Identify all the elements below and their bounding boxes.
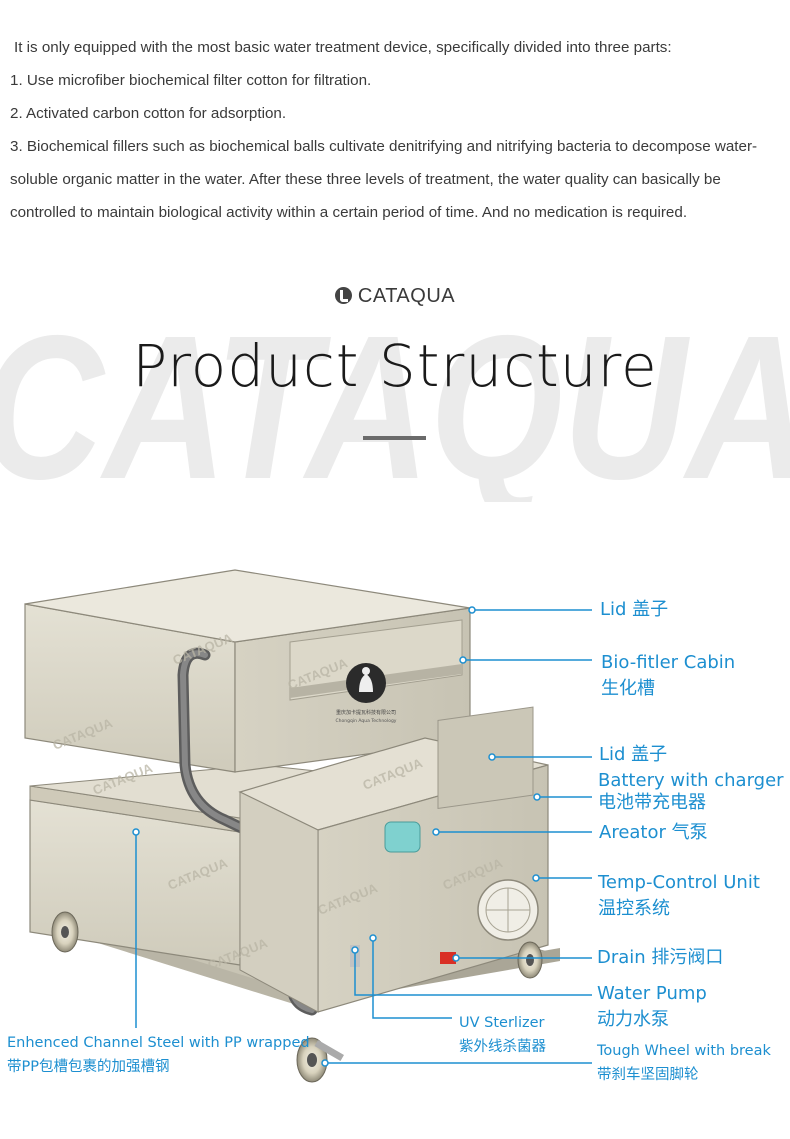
callout-text: Enhenced Channel Steel with PP wrapped — [7, 1035, 310, 1051]
callout-text: 温控系统 — [598, 898, 670, 919]
intro-text: It is only equipped with the most basic … — [10, 31, 785, 229]
callout-text: Water Pump — [597, 983, 707, 1004]
callout-text: Temp-Control Unit — [598, 872, 760, 893]
callout-battery: Battery with charger 电池带充电器 — [598, 769, 784, 813]
drain-valve — [440, 952, 456, 964]
callout-pump: Water Pump 动力水泵 — [597, 981, 707, 1033]
title-divider — [363, 436, 426, 440]
intro-line-2: 1. Use microfiber biochemical filter cot… — [10, 72, 372, 89]
callout-text: 动力水泵 — [597, 1009, 669, 1030]
logo-caption-en: Chongqin Aqua Technology — [336, 718, 397, 724]
callout-drain: Drain 排污阀口 — [597, 945, 723, 971]
brand-name: CATAQUA — [357, 285, 456, 307]
callout-text: Tough Wheel with break — [597, 1043, 771, 1059]
callout-channel: Enhenced Channel Steel with PP wrapped 带… — [7, 1031, 310, 1079]
callout-text: UV Sterlizer — [459, 1015, 545, 1031]
brand-logo-icon — [334, 287, 352, 304]
callout-lid-top: Lid 盖子 — [600, 597, 668, 623]
callout-text: 生化槽 — [601, 678, 655, 699]
callout-temp: Temp-Control Unit 温控系统 — [598, 870, 760, 922]
callout-lid-small: Lid 盖子 — [599, 742, 667, 768]
callout-uv: UV Sterlizer 紫外线杀菌器 — [459, 1011, 546, 1059]
callout-text: Battery with charger — [598, 770, 784, 791]
intro-line-3: 2. Activated carbon cotton for adsorptio… — [10, 105, 287, 122]
callout-text: Drain 排污阀口 — [597, 947, 724, 968]
callout-text: Areator 气泵 — [599, 822, 708, 843]
equipment-compartment — [238, 706, 549, 1013]
callout-text: Bio-fitler Cabin — [601, 652, 736, 673]
callout-text: 带PP包槽包裹的加强槽钢 — [7, 1059, 170, 1075]
callout-text: 带刹车坚固脚轮 — [597, 1067, 699, 1083]
callout-aerator: Areator 气泵 — [599, 820, 708, 846]
logo-caption-cn: 重庆加卡提瓦科技有限公司 — [336, 709, 396, 716]
product-diagram: 重庆加卡提瓦科技有限公司 Chongqin Aqua Technology — [0, 560, 790, 1120]
wheels — [51, 911, 543, 1083]
callout-text: Lid 盖子 — [600, 599, 669, 620]
intro-line-4: 3. Biochemical fillers such as biochemic… — [10, 138, 758, 221]
callout-text: Lid 盖子 — [599, 744, 668, 765]
brand-label: CATAQUA — [0, 285, 790, 308]
bio-filter-cabin: 重庆加卡提瓦科技有限公司 Chongqin Aqua Technology — [24, 569, 471, 773]
page-title: Product Structure — [132, 332, 658, 400]
aerator-pump — [384, 821, 421, 853]
callout-bio-filter: Bio-fitler Cabin 生化槽 — [601, 650, 735, 702]
battery-box — [437, 706, 534, 810]
callout-wheel: Tough Wheel with break 带刹车坚固脚轮 — [597, 1039, 771, 1087]
product-illustration: 重庆加卡提瓦科技有限公司 Chongqin Aqua Technology — [24, 569, 592, 1083]
callout-text: 电池带充电器 — [598, 792, 706, 813]
callout-text: 紫外线杀菌器 — [459, 1039, 546, 1055]
intro-line-1: It is only equipped with the most basic … — [14, 39, 672, 56]
leader-dots — [132, 606, 541, 1067]
brand-watermark: CATAQUA — [0, 302, 790, 502]
watermark-text: CATAQUA — [0, 302, 790, 502]
leader-lines — [135, 609, 592, 1064]
